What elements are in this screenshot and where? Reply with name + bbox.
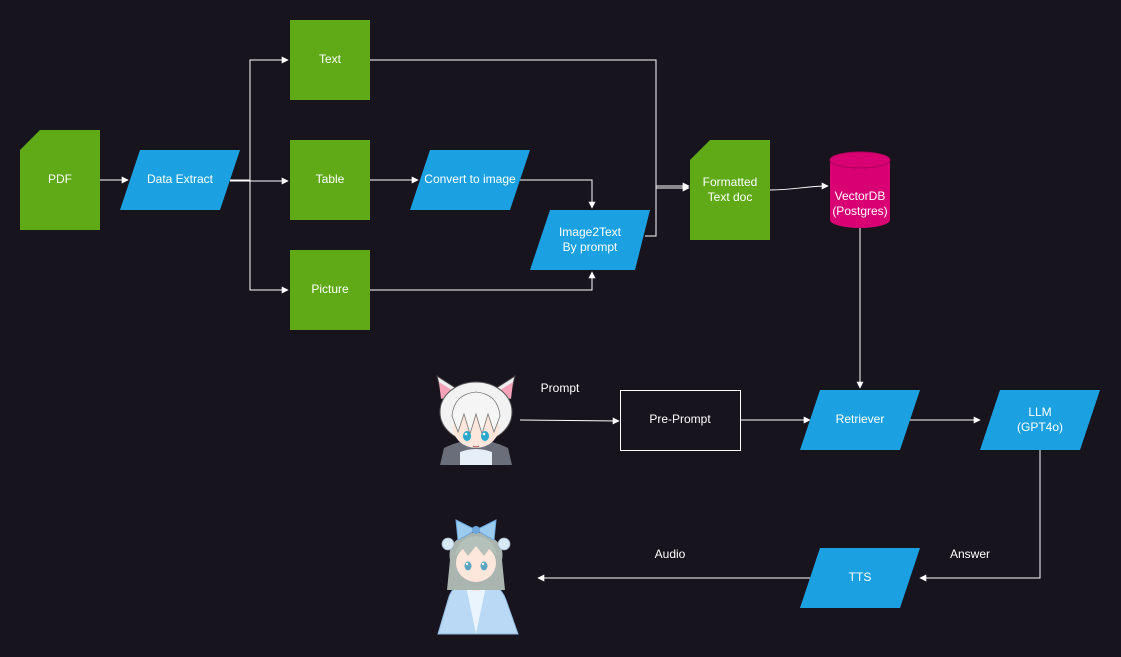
node-llm: LLM (GPT4o) — [980, 390, 1100, 450]
node-formatted-label-1: Formatted — [703, 175, 758, 189]
node-image2text-label-1: Image2Text — [559, 225, 622, 239]
node-convert-to-image-label: Convert to image — [424, 172, 516, 186]
edge-extract-to-text — [230, 56, 289, 181]
node-formatted-label-2: Text doc — [708, 190, 753, 204]
node-image2text-label-2: By prompt — [563, 240, 618, 254]
edge-formatted-to-vectordb — [769, 182, 829, 191]
node-formatted-text-doc: Formatted Text doc — [690, 140, 770, 240]
node-text: Text — [290, 20, 370, 100]
node-data-extract: Data Extract — [120, 150, 240, 210]
anime-girl-avatar-icon — [437, 519, 519, 635]
node-vectordb-label-2: (Postgres) — [832, 204, 887, 218]
edge-user-to-preprompt — [519, 417, 620, 425]
edge-text-to-formatted — [370, 59, 690, 192]
node-retriever: Retriever — [800, 390, 920, 450]
anime-boy-avatar-icon — [436, 374, 516, 465]
node-llm-label-1: LLM — [1028, 405, 1051, 419]
edge-label-prompt: Prompt — [541, 381, 580, 395]
node-pdf: PDF — [20, 130, 100, 230]
edge-image2text-to-formatted — [645, 182, 690, 237]
edge-extract-to-picture — [249, 180, 289, 294]
node-text-label: Text — [319, 52, 342, 66]
node-vectordb-label-1: VectorDB — [835, 189, 886, 203]
node-pre-prompt-label: Pre-Prompt — [649, 412, 711, 426]
node-data-extract-label: Data Extract — [147, 172, 214, 186]
node-pdf-label: PDF — [48, 172, 72, 186]
node-picture-label: Picture — [311, 282, 349, 296]
edge-convert-to-image2text — [520, 179, 596, 209]
edge-picture-to-image2text — [370, 271, 596, 291]
edge-label-answer: Answer — [950, 547, 990, 561]
edge-label-audio: Audio — [655, 547, 686, 561]
node-convert-to-image: Convert to image — [410, 150, 530, 210]
node-llm-label-2: (GPT4o) — [1017, 420, 1063, 434]
node-retriever-label: Retriever — [836, 412, 885, 426]
node-image2text: Image2Text By prompt — [530, 210, 650, 270]
node-tts: TTS — [800, 548, 920, 608]
node-tts-label: TTS — [849, 570, 872, 584]
node-table-label: Table — [316, 172, 345, 186]
edges — [100, 56, 1041, 582]
node-table: Table — [290, 140, 370, 220]
node-picture: Picture — [290, 250, 370, 330]
edge-llm-to-tts — [919, 450, 1041, 582]
node-vectordb: VectorDB (Postgres) — [829, 151, 891, 228]
node-pre-prompt: Pre-Prompt — [620, 390, 741, 451]
